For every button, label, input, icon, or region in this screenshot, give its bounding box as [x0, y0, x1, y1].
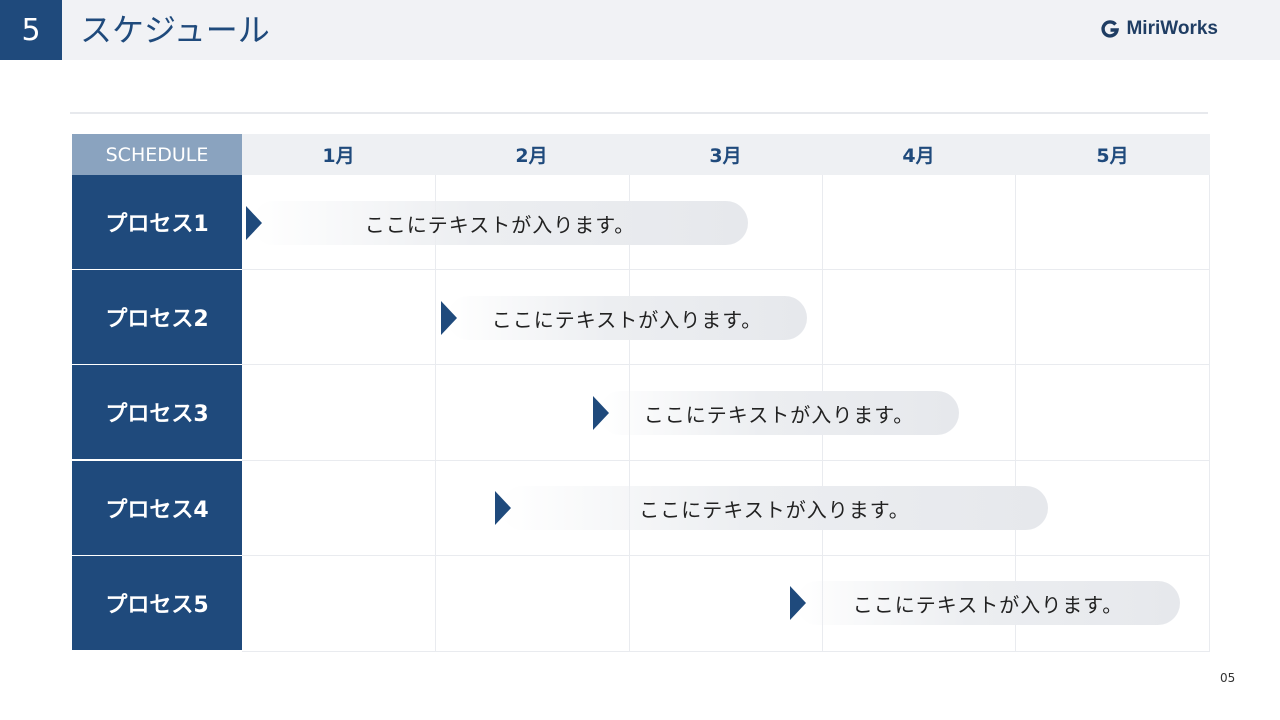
process-label: プロセス2	[72, 270, 242, 364]
schedule-corner-label: SCHEDULE	[72, 134, 242, 175]
brand-logo: MiriWorks	[1100, 18, 1218, 40]
page-number: 05	[1220, 671, 1236, 685]
table-header-row: SCHEDULE 1月 2月 3月 4月 5月	[72, 134, 1210, 175]
month-header: 2月	[515, 145, 548, 167]
process-bar: ここにテキストが入ります。	[252, 201, 748, 245]
brand-logo-icon	[1101, 20, 1120, 38]
grid-line	[435, 175, 436, 652]
process-bar: ここにテキストが入ります。	[501, 486, 1048, 530]
month-header: 5月	[1096, 145, 1129, 167]
triangle-marker-icon	[593, 396, 609, 430]
triangle-marker-icon	[246, 206, 262, 240]
process-bar: ここにテキストが入ります。	[599, 391, 959, 435]
triangle-marker-icon	[495, 491, 511, 525]
page-title: スケジュール	[80, 11, 270, 49]
brand-name: MiriWorks	[1126, 18, 1218, 39]
section-number: 5	[0, 0, 62, 60]
grid-line	[242, 364, 1210, 365]
grid-line	[1209, 175, 1210, 652]
process-label: プロセス4	[72, 461, 242, 555]
schedule-table: SCHEDULE 1月 2月 3月 4月 5月 プロセス1 プロセス2 プロセス…	[72, 134, 1210, 652]
grid-line	[242, 269, 1210, 270]
process-label: プロセス3	[72, 365, 242, 459]
triangle-marker-icon	[790, 586, 806, 620]
month-header: 3月	[709, 145, 742, 167]
month-header: 4月	[902, 145, 935, 167]
header-bar: 5 スケジュール MiriWorks	[0, 0, 1280, 60]
process-bar: ここにテキストが入ります。	[796, 581, 1180, 625]
grid-line	[242, 555, 1210, 556]
month-header: 1月	[322, 145, 355, 167]
title-divider	[70, 112, 1208, 114]
grid-line	[242, 460, 1210, 461]
process-bar: ここにテキストが入ります。	[447, 296, 807, 340]
grid-line	[242, 651, 1210, 652]
grid-line	[1015, 175, 1016, 652]
process-label: プロセス1	[72, 175, 242, 269]
triangle-marker-icon	[441, 301, 457, 335]
process-label: プロセス5	[72, 556, 242, 650]
